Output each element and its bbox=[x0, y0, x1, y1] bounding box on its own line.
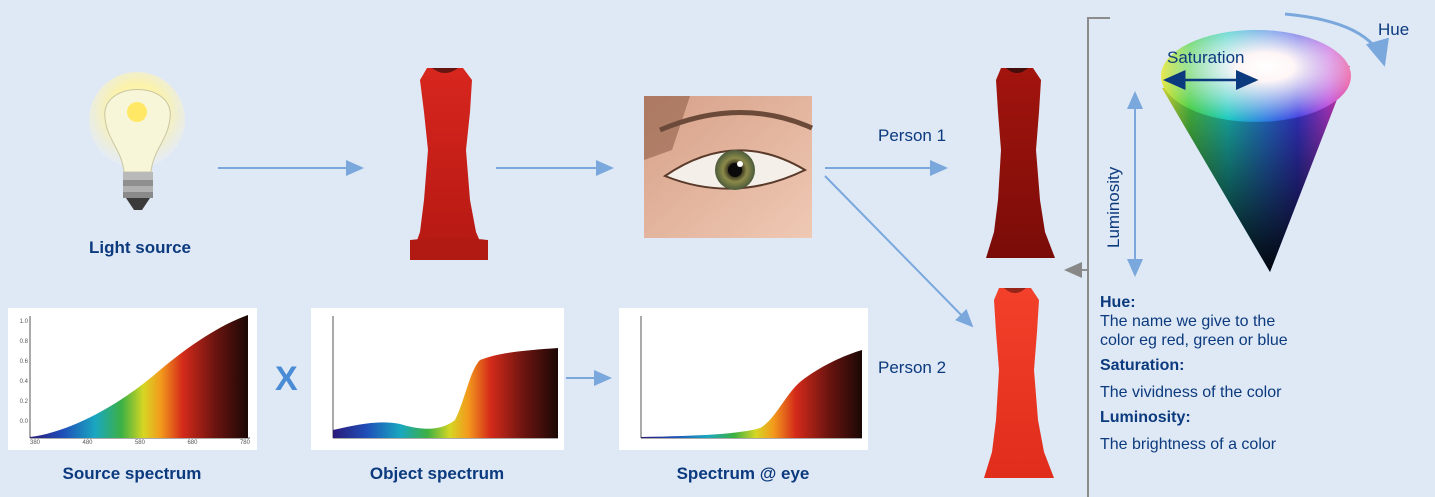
spectrum-y-ticks: 1.0 0.8 0.6 0.4 0.2 0.0 bbox=[10, 312, 28, 432]
object-spectrum-caption: Object spectrum bbox=[327, 464, 547, 484]
hue-label: Hue bbox=[1378, 20, 1409, 40]
luminosity-label: Luminosity bbox=[1104, 167, 1124, 248]
definitions-panel: Hue: The name we give to the color eg re… bbox=[1100, 293, 1430, 454]
eye-spectrum-chart bbox=[619, 308, 868, 450]
person2-label: Person 2 bbox=[878, 358, 946, 378]
hue-def-text-2: color eg red, green or blue bbox=[1100, 331, 1430, 350]
x-tick: 780 bbox=[240, 440, 250, 446]
source-spectrum-caption: Source spectrum bbox=[22, 464, 242, 484]
luminosity-def-title: Luminosity: bbox=[1100, 408, 1430, 427]
y-tick: 0.4 bbox=[10, 372, 28, 392]
x-tick: 580 bbox=[135, 440, 145, 446]
x-tick: 380 bbox=[30, 440, 40, 446]
light-bulb-icon bbox=[89, 72, 185, 210]
multiply-symbol: X bbox=[275, 360, 298, 399]
saturation-def-title: Saturation: bbox=[1100, 356, 1430, 375]
person2-dress-image bbox=[984, 288, 1054, 478]
y-tick: 0.8 bbox=[10, 332, 28, 352]
object-dress-image bbox=[410, 68, 488, 260]
saturation-label: Saturation bbox=[1167, 48, 1245, 68]
person1-dress-image bbox=[986, 68, 1055, 258]
y-tick: 1.0 bbox=[10, 312, 28, 332]
hue-def-text-1: The name we give to the bbox=[1100, 312, 1430, 331]
y-tick: 0.2 bbox=[10, 392, 28, 412]
person1-label: Person 1 bbox=[878, 126, 946, 146]
y-tick: 0.0 bbox=[10, 412, 28, 432]
light-source-caption: Light source bbox=[60, 238, 220, 258]
hue-def-title: Hue: bbox=[1100, 293, 1430, 312]
x-tick: 480 bbox=[82, 440, 92, 446]
eye-spectrum-caption: Spectrum @ eye bbox=[633, 464, 853, 484]
x-tick: 680 bbox=[187, 440, 197, 446]
eye-image bbox=[644, 96, 812, 238]
spectrum-x-ticks: 380 480 580 680 780 bbox=[30, 440, 250, 446]
y-tick: 0.6 bbox=[10, 352, 28, 372]
saturation-def-text: The vividness of the color bbox=[1100, 383, 1430, 402]
luminosity-def-text: The brightness of a color bbox=[1100, 435, 1430, 454]
arrow-eye-to-person2 bbox=[825, 176, 972, 326]
object-spectrum-chart bbox=[311, 308, 564, 450]
source-spectrum-chart bbox=[8, 308, 257, 450]
